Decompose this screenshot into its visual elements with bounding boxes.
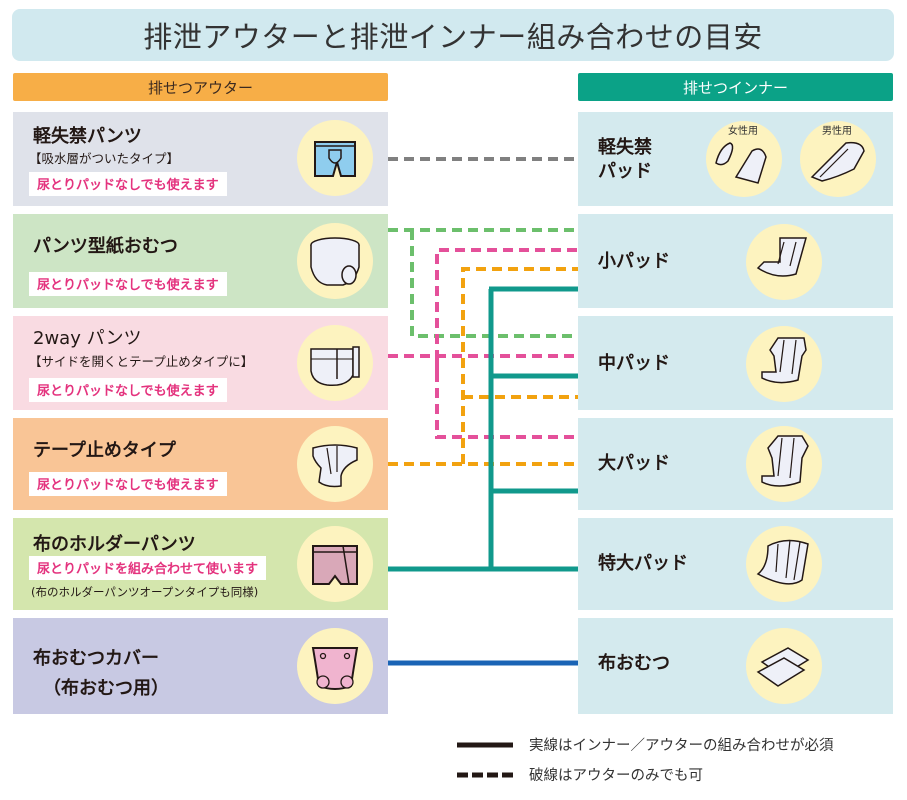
large-pad-icon [746,426,822,502]
inner-title-2: パッド [598,161,652,182]
line-pants-diaper-to-medium [410,230,578,338]
outer-title-2: （布おむつ用） [43,678,169,699]
dashed-line-icon [457,772,513,777]
legend-solid-text: 実線はインナー／アウターの組み合わせが必須 [529,738,834,754]
tape-diaper-icon [297,426,373,502]
outer-title: パンツ型紙おむつ [33,236,178,257]
outer-title: 布のホルダーパンツ [33,534,196,555]
outer-subtitle: 【サイドを開くとテープ止めタイプに】 [29,354,254,369]
legend-dashed: 破線はアウターのみでも可 [455,764,703,785]
medium-pad-icon [746,326,822,402]
inner-title: 布おむつ [598,653,670,674]
outer-item-cloth-cover[interactable]: 布おむつカバー （布おむつ用） [13,618,388,714]
holder-pants-icon [297,526,373,602]
line-2way-to-large [435,356,578,439]
outer-item-pants-diaper[interactable]: パンツ型紙おむつ 尿とりパッドなしでも使えます [13,214,388,308]
light-incontinence-pad-female-icon [706,121,782,197]
outer-item-holder-pants[interactable]: 布のホルダーパンツ 尿とりパッドを組み合わせて使います (布のホルダーパンツオー… [13,518,388,610]
outer-title: 軽失禁パンツ [33,126,142,147]
inner-title: 中パッド [598,353,670,374]
outer-note: (布のホルダーパンツオープンタイプも同様) [31,585,259,599]
outer-subtitle: 【吸水層がついたタイプ】 [29,151,180,166]
inner-title: 小パッド [598,251,670,272]
outer-title: 布おむつカバー [33,648,159,669]
diaper-cover-icon [297,628,373,704]
outer-tag: 尿とりパッドなしでも使えます [29,172,227,196]
inner-item-large-pad[interactable]: 大パッド [578,418,893,510]
outer-title: 2way パンツ [33,328,142,349]
outer-item-light-pants[interactable]: 軽失禁パンツ 【吸水層がついたタイプ】 尿とりパッドなしでも使えます [13,112,388,206]
inner-item-xl-pad[interactable]: 特大パッド [578,518,893,610]
page-title: 排泄アウターと排泄インナー組み合わせの目安 [12,9,894,61]
inner-column-header: 排せつインナー [578,73,893,101]
outer-item-tape-type[interactable]: テープ止めタイプ 尿とりパッドなしでも使えます [13,418,388,510]
solid-line-icon [457,742,513,747]
outer-tag: 尿とりパッドなしでも使えます [29,272,227,296]
outer-title: テープ止めタイプ [33,440,176,461]
outer-tag: 尿とりパッドなしでも使えます [29,472,227,496]
2way-pants-icon [297,325,373,401]
inner-title: 軽失禁 [598,137,652,158]
inner-title: 大パッド [598,453,670,474]
legend-solid: 実線はインナー／アウターの組み合わせが必須 [455,734,834,755]
outer-column-header: 排せつアウター [13,73,388,101]
male-label: 男性用 [822,126,852,137]
inner-item-cloth-diaper[interactable]: 布おむつ [578,618,893,714]
legend-dashed-text: 破線はアウターのみでも可 [529,768,703,784]
inner-item-medium-pad[interactable]: 中パッド [578,316,893,410]
pull-up-diaper-icon [297,223,373,299]
small-pad-icon [746,224,822,300]
inner-item-small-pad[interactable]: 小パッド [578,214,893,308]
cloth-diaper-icon [746,628,822,704]
outer-tag: 尿とりパッドを組み合わせて使います [29,556,267,580]
line-tape-to-small [461,267,578,464]
outer-item-2way-pants[interactable]: 2way パンツ 【サイドを開くとテープ止めタイプに】 尿とりパッドなしでも使え… [13,316,388,410]
female-label: 女性用 [728,126,758,137]
light-incontinence-pad-male-icon [800,121,876,197]
inner-title: 特大パッド [598,553,688,574]
outer-tag: 尿とりパッドなしでも使えます [29,378,227,402]
line-2way-to-small [435,248,578,376]
extra-large-pad-icon [746,526,822,602]
inner-item-light-pad[interactable]: 軽失禁 パッド 女性用 男性用 [578,112,893,206]
boxer-briefs-icon [297,120,373,196]
